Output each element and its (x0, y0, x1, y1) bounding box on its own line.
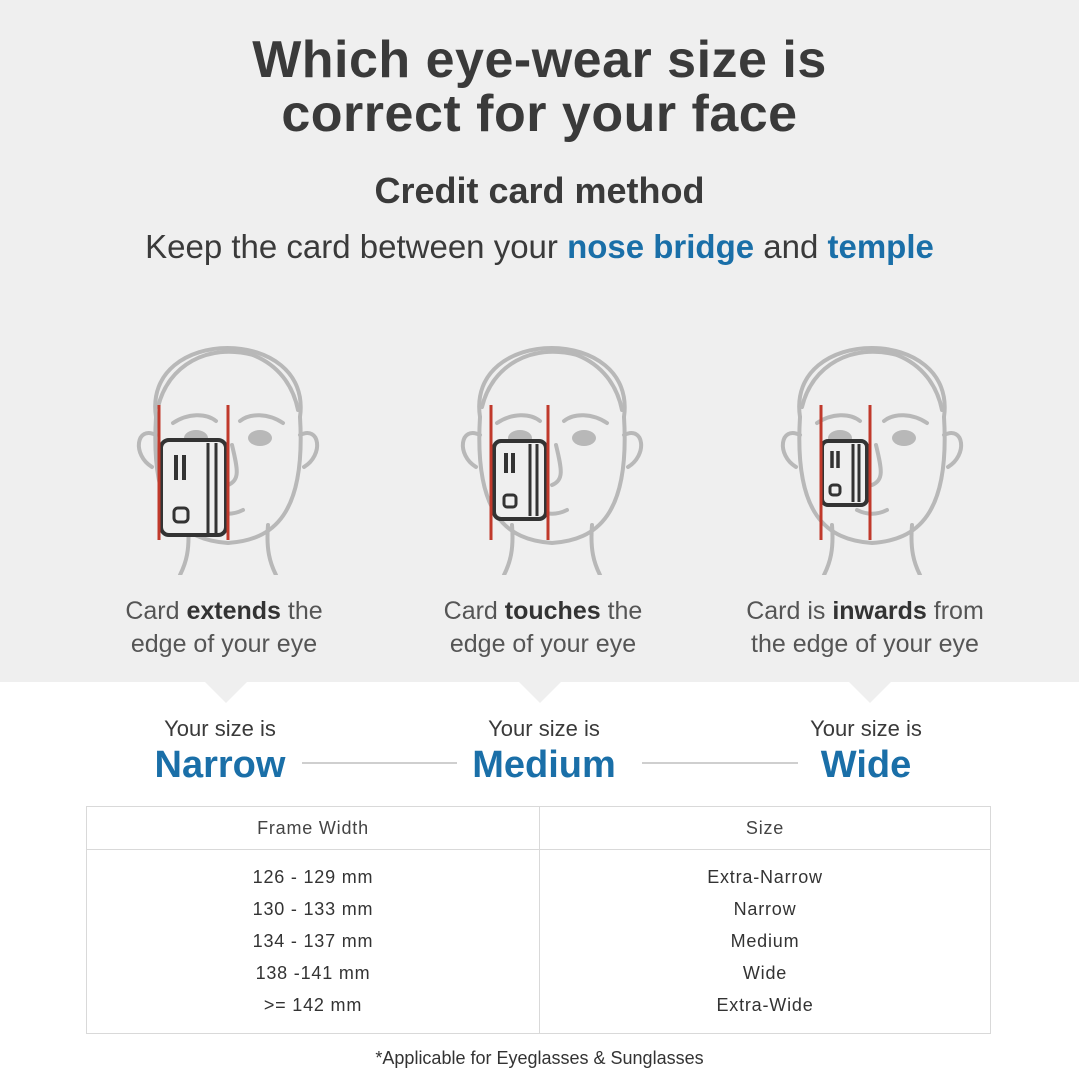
instruction-text: Keep the card between your nose bridge a… (0, 228, 1079, 266)
table-cell-width: 126 - 129 mm (252, 867, 374, 887)
caption-medium: Card touches the edge of your eye (383, 595, 703, 661)
caption-medium-bold: touches (504, 597, 601, 625)
result-narrow-pre: Your size is (164, 716, 276, 741)
connector-line-left (302, 762, 457, 764)
pointer-narrow (204, 681, 248, 703)
caption-narrow: Card extends the edge of your eye (64, 595, 384, 661)
instruction-highlight-nose-bridge: nose bridge (567, 228, 755, 265)
result-wide-label: Wide (820, 744, 912, 786)
caption-wide-post: from (926, 597, 984, 625)
caption-wide-line2: the edge of your eye (751, 630, 979, 658)
instruction-middle: and (754, 228, 828, 265)
table-header-frame-width: Frame Width (257, 818, 369, 838)
caption-medium-line2: edge of your eye (449, 630, 637, 658)
caption-wide-bold: inwards (832, 597, 927, 625)
table-header-size: Size (745, 818, 785, 838)
caption-wide: Card is inwards from the edge of your ey… (705, 595, 1025, 661)
result-wide-pre: Your size is (810, 716, 922, 741)
result-narrow-label: Narrow (154, 744, 286, 786)
table-column-divider (539, 807, 540, 1033)
result-wide: Your size is Wide (736, 716, 996, 787)
caption-narrow-post: the (280, 597, 323, 625)
face-narrow-icon (128, 295, 328, 575)
size-table: Frame Width Size 126 - 129 mm 130 - 133 … (86, 806, 991, 1034)
top-panel (0, 0, 1079, 682)
table-cell-size: Extra-Wide (716, 995, 814, 1015)
instruction-prefix: Keep the card between your (145, 228, 568, 265)
instruction-highlight-temple: temple (827, 228, 934, 265)
table-header-divider (87, 849, 990, 850)
table-column-frame-width: 126 - 129 mm 130 - 133 mm 134 - 137 mm 1… (87, 865, 539, 1025)
table-cell-size: Extra-Narrow (707, 867, 823, 887)
table-column-size: Extra-Narrow Narrow Medium Wide Extra-Wi… (539, 865, 991, 1025)
pointer-medium (518, 681, 562, 703)
page-title-line-2: correct for your face (281, 85, 798, 143)
table-cell-width: 130 - 133 mm (252, 899, 374, 919)
caption-narrow-pre: Card (125, 597, 187, 625)
face-wide-icon (772, 295, 972, 575)
table-cell-width: 138 -141 mm (255, 963, 371, 983)
pointer-wide (848, 681, 892, 703)
footnote: *Applicable for Eyeglasses & Sunglasses (375, 1048, 704, 1068)
caption-wide-pre: Card is (746, 597, 833, 625)
result-narrow: Your size is Narrow (90, 716, 350, 787)
face-medium-icon (452, 295, 652, 575)
result-medium-label: Medium (472, 744, 616, 786)
caption-narrow-bold: extends (186, 597, 281, 625)
connector-line-right (642, 762, 798, 764)
table-cell-size: Wide (742, 963, 788, 983)
table-cell-size: Medium (730, 931, 800, 951)
caption-medium-post: the (600, 597, 643, 625)
caption-medium-pre: Card (443, 597, 505, 625)
caption-narrow-line2: edge of your eye (130, 630, 318, 658)
page-title-line-1: Which eye-wear size is (252, 31, 827, 89)
table-cell-width: >= 142 mm (263, 995, 363, 1015)
result-medium: Your size is Medium (414, 716, 674, 787)
method-title: Credit card method (374, 170, 705, 211)
table-cell-size: Narrow (733, 899, 797, 919)
table-cell-width: 134 - 137 mm (252, 931, 374, 951)
result-medium-pre: Your size is (488, 716, 600, 741)
